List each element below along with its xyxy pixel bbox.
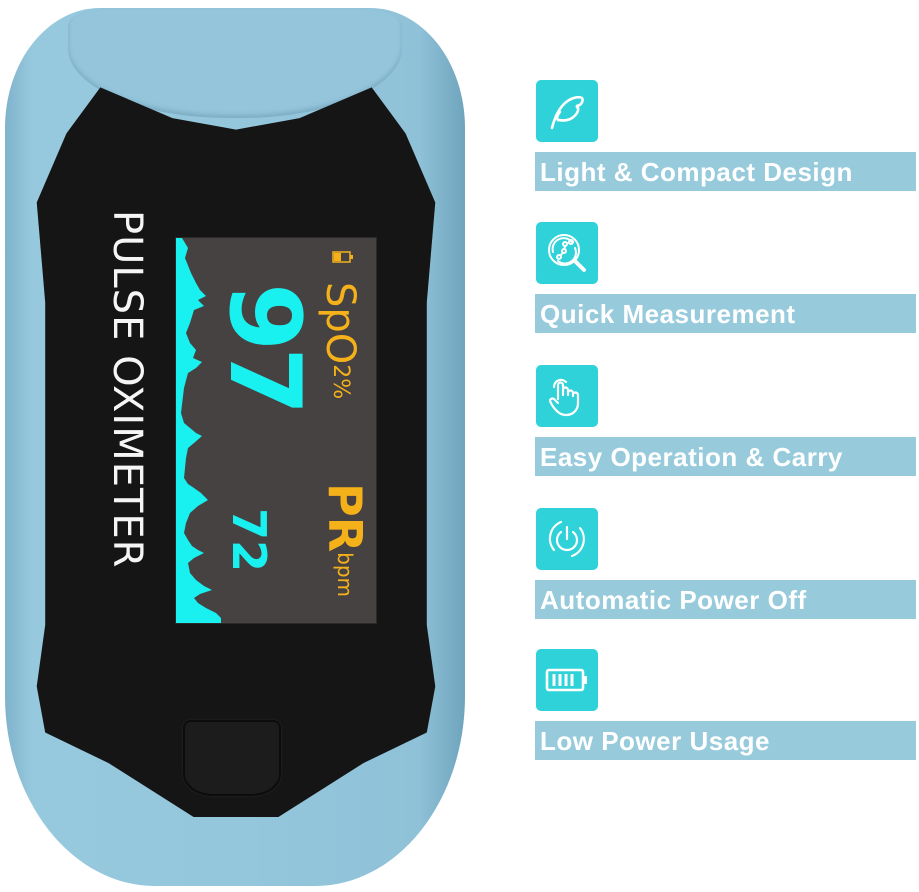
battery-half-icon (332, 251, 353, 263)
feature-label-bar: Easy Operation & Carry (535, 437, 916, 476)
feature-light-compact: Light & Compact Design (535, 80, 919, 200)
battery-full-icon (536, 649, 598, 711)
pr-label-text: PR (318, 483, 372, 553)
pr-unit: bpm (333, 552, 357, 598)
pulse-oximeter-device: PULSE OXIMETER SpO2% 97 PRbpm 72 (5, 8, 465, 886)
brand-text: PULSE OXIMETER (104, 210, 150, 569)
power-icon (536, 508, 598, 570)
pr-value: 72 (222, 508, 276, 573)
feature-label: Light & Compact Design (540, 157, 853, 187)
feature-easy-operation: Easy Operation & Carry (535, 365, 919, 485)
feature-label: Low Power Usage (540, 726, 770, 756)
spo2-value: 97 (207, 283, 321, 412)
feature-label-bar: Light & Compact Design (535, 152, 916, 191)
feature-label-bar: Quick Measurement (535, 294, 916, 333)
spo2-label: SpO2% (316, 282, 364, 399)
feature-label: Easy Operation & Carry (540, 442, 843, 472)
spo2-label-text: SpO (317, 282, 363, 365)
feature-label-bar: Low Power Usage (535, 721, 916, 760)
feature-label-bar: Automatic Power Off (535, 580, 916, 619)
pr-label: PRbpm (318, 483, 372, 598)
feature-label: Automatic Power Off (540, 585, 807, 615)
feather-icon (536, 80, 598, 142)
spo2-unit: 2% (328, 364, 353, 400)
feature-label: Quick Measurement (540, 299, 796, 329)
power-button[interactable] (183, 720, 281, 796)
hand-pointer-icon (536, 365, 598, 427)
oled-display: SpO2% 97 PRbpm 72 (175, 237, 377, 624)
feature-low-power: Low Power Usage (535, 649, 919, 769)
pleth-waveform (176, 238, 221, 623)
feature-quick-measurement: Quick Measurement (535, 222, 919, 342)
feature-auto-power-off: Automatic Power Off (535, 508, 919, 628)
magnifier-chart-icon (536, 222, 598, 284)
feature-list: Light & Compact Design Quick Measurement (535, 0, 919, 892)
